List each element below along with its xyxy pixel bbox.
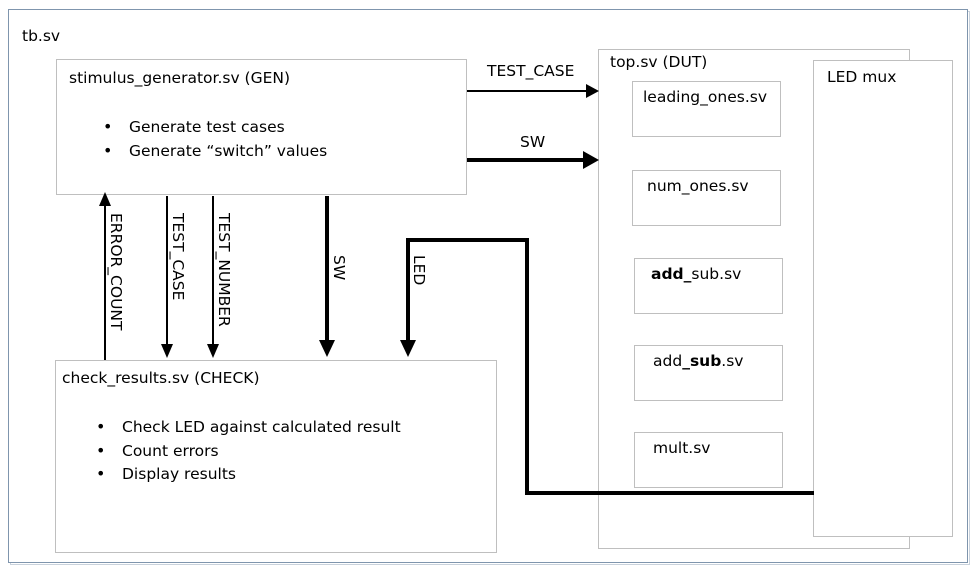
signal-label-sw-v: SW — [330, 255, 348, 281]
module-label-mult: mult.sv — [653, 439, 711, 457]
module-box-leading-ones[interactable] — [632, 81, 781, 137]
signal-label-sw: SW — [520, 133, 546, 151]
connector-led-down-stub — [406, 238, 410, 342]
signal-label-test-case: TEST_CASE — [487, 62, 575, 80]
arrowhead-sw-v — [319, 340, 335, 357]
list-item: Check LED against calculated result — [96, 415, 401, 440]
led-mux-label: LED mux — [827, 68, 897, 86]
module-label-leading-ones: leading_ones.sv — [643, 88, 767, 106]
stimulus-generator-title: stimulus_generator.sv (GEN) — [69, 69, 291, 87]
signal-label-error-count: ERROR_COUNT — [107, 213, 125, 331]
signal-label-led: LED — [410, 255, 428, 286]
stimulus-generator-bullets: Generate test cases Generate “switch” va… — [69, 115, 327, 164]
connector-led-top-run — [406, 238, 529, 242]
list-item: Count errors — [96, 439, 401, 464]
module-box-num-ones[interactable] — [632, 170, 781, 226]
check-results-bullets: Check LED against calculated result Coun… — [62, 415, 401, 487]
arrowhead-test-case — [586, 84, 599, 98]
connector-error-count-line — [104, 203, 106, 360]
connector-sw-line — [467, 158, 587, 162]
signal-label-test-case-v: TEST_CASE — [169, 213, 187, 301]
connector-test-number-line — [212, 196, 214, 346]
connector-sw-v-line — [325, 196, 329, 342]
tb-sv-frame-label: tb.sv — [22, 27, 61, 45]
arrowhead-test-case-v — [161, 344, 173, 358]
arrowhead-error-count — [99, 192, 111, 206]
module-label-num-ones: num_ones.sv — [647, 177, 749, 195]
list-item: Generate “switch” values — [103, 139, 327, 164]
signal-label-test-number: TEST_NUMBER — [215, 213, 233, 327]
connector-test-case-line — [467, 90, 589, 92]
list-item: Generate test cases — [103, 115, 327, 140]
list-item: Display results — [96, 462, 401, 487]
module-label-add-sub-2: add_sub.sv — [653, 352, 744, 370]
module-box-add-sub-1[interactable] — [634, 258, 783, 314]
check-results-title: check_results.sv (CHECK) — [62, 369, 260, 387]
module-label-add-sub-1: add_sub.sv — [651, 265, 742, 283]
arrowhead-sw — [583, 151, 599, 169]
arrowhead-test-number — [207, 344, 219, 358]
module-box-mult[interactable] — [634, 432, 783, 488]
module-box-add-sub-2[interactable] — [634, 345, 783, 401]
led-mux-box[interactable] — [813, 60, 953, 537]
arrowhead-led — [400, 340, 416, 357]
connector-test-case-v-line — [166, 196, 168, 346]
connector-led-vertical-run — [525, 238, 529, 495]
connector-led-bottom-run — [527, 491, 814, 495]
top-sv-dut-title: top.sv (DUT) — [610, 53, 708, 71]
